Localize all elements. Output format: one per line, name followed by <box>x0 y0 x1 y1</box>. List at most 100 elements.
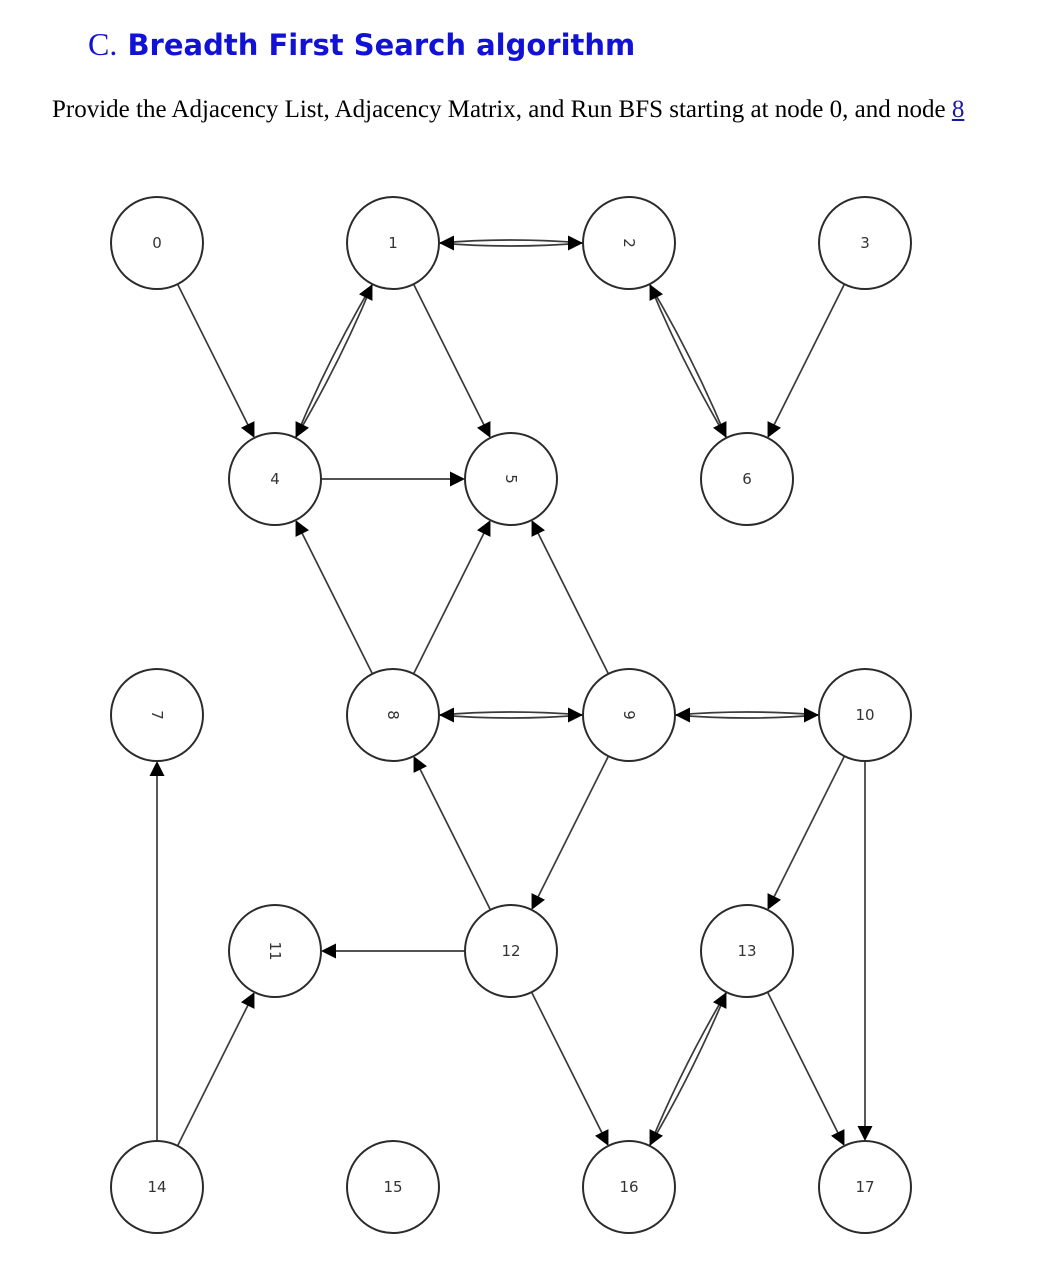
edge-1-5-arrow <box>477 421 491 438</box>
edge-1-4-arrow-back <box>359 284 373 301</box>
edge-0-4-line <box>176 283 251 430</box>
edge-13-16-arrow-back <box>713 992 727 1009</box>
edge-1-5-line <box>412 283 487 430</box>
node-label: 0 <box>152 234 162 252</box>
node-label: 12 <box>501 942 520 960</box>
graph-node-14: 14 <box>110 1140 204 1234</box>
section-title: Breadth First Search algorithm <box>127 28 636 62</box>
edge-9-10-arrow-forward <box>804 707 819 723</box>
graph-node-4: 4 <box>228 432 322 526</box>
edge-12-8-line <box>417 764 492 911</box>
node-circle <box>228 904 322 998</box>
graph-node-2: 2 <box>582 196 676 290</box>
node-label: 7 <box>148 710 166 720</box>
instruction-body: Provide the Adjacency List, Adjacency Ma… <box>52 96 952 123</box>
edge-12-16-line <box>530 991 605 1138</box>
graph-node-8: 8 <box>346 668 440 762</box>
node-label: 14 <box>147 1178 166 1196</box>
edge-8-5-line <box>412 528 487 675</box>
node-circle <box>346 668 440 762</box>
edge-14-11-line <box>176 1000 251 1147</box>
edge-12-8-arrow <box>413 756 427 773</box>
node-label: 4 <box>270 470 280 488</box>
edge-8-4-line <box>299 528 374 675</box>
edge-10-13-arrow <box>767 893 781 910</box>
edge-13-17-line <box>766 991 841 1138</box>
graph-node-1: 1 <box>346 196 440 290</box>
node-circle <box>818 196 912 290</box>
edge-8-9-arrow-back <box>439 707 454 723</box>
graph-node-17: 17 <box>818 1140 912 1234</box>
graph-node-7: 7 <box>110 668 204 762</box>
node-circle <box>346 196 440 290</box>
graph-node-11: 11 <box>228 904 322 998</box>
edge-13-17-arrow <box>831 1129 845 1146</box>
edge-2-6-curve-b <box>648 283 728 439</box>
graph-node-13: 13 <box>700 904 794 998</box>
edge-12-11-arrow <box>321 943 336 959</box>
edge-14-11-arrow <box>241 992 255 1009</box>
edge-8-4-arrow <box>295 520 309 537</box>
edge-9-10-curve-b <box>674 711 820 716</box>
node-label: 11 <box>266 941 284 960</box>
node-circle <box>582 196 676 290</box>
edge-9-10-arrow-back <box>675 707 690 723</box>
graph-node-5: 5 <box>464 432 558 526</box>
node-label: 15 <box>383 1178 402 1196</box>
node-label: 16 <box>619 1178 638 1196</box>
node-circle <box>700 432 794 526</box>
edge-8-9-arrow-forward <box>568 707 583 723</box>
node-circle <box>818 1140 912 1234</box>
graph-node-12: 12 <box>464 904 558 998</box>
edge-1-4-curve-a <box>294 283 374 439</box>
edge-8-5-arrow <box>477 520 491 537</box>
node-label: 2 <box>620 238 638 248</box>
edge-3-6-line <box>771 283 846 430</box>
edge-1-2-arrow-back <box>439 235 454 251</box>
section-letter: C. <box>88 26 118 62</box>
edge-2-6-arrow-forward <box>713 421 727 438</box>
node-label: 9 <box>620 710 638 720</box>
node-label: 6 <box>742 470 752 488</box>
section-heading: C. Breadth First Search algorithm <box>88 26 635 63</box>
node-circle <box>464 432 558 526</box>
edge-13-16-curve-b <box>648 991 728 1147</box>
edge-2-6-curve-a <box>648 283 728 439</box>
node-label: 13 <box>737 942 756 960</box>
node-label: 5 <box>502 474 520 484</box>
edge-4-5-arrow <box>450 471 465 487</box>
edge-8-9-curve-b <box>438 711 584 716</box>
node-label: 17 <box>855 1178 874 1196</box>
graph-node-6: 6 <box>700 432 794 526</box>
node-circle <box>700 904 794 998</box>
node-circle <box>346 1140 440 1234</box>
edge-1-2-curve-a <box>438 242 584 247</box>
edge-12-16-arrow <box>595 1129 609 1146</box>
node-label: 3 <box>860 234 870 252</box>
instruction-text: Provide the Adjacency List, Adjacency Ma… <box>52 96 964 124</box>
graph-node-3: 3 <box>818 196 912 290</box>
edge-2-6-arrow-back <box>649 284 663 301</box>
graph-node-16: 16 <box>582 1140 676 1234</box>
edge-8-9-curve-a <box>438 714 584 719</box>
edge-1-4-arrow-forward <box>295 421 309 438</box>
graph-node-15: 15 <box>346 1140 440 1234</box>
node-label: 8 <box>384 710 402 720</box>
edge-9-5-line <box>535 528 610 675</box>
node-circle <box>582 1140 676 1234</box>
graph-edges <box>149 235 873 1147</box>
node-circle <box>818 668 912 762</box>
edge-10-17-arrow <box>857 1126 873 1141</box>
edge-9-12-arrow <box>531 893 545 910</box>
edge-1-2-arrow-forward <box>568 235 583 251</box>
edge-13-16-arrow-forward <box>649 1129 663 1146</box>
node-circle <box>110 196 204 290</box>
edge-1-4-curve-b <box>294 283 374 439</box>
edge-9-12-line <box>535 755 610 902</box>
node-circle <box>582 668 676 762</box>
node-circle <box>228 432 322 526</box>
node-circle <box>110 1140 204 1234</box>
node-label: 10 <box>855 706 874 724</box>
